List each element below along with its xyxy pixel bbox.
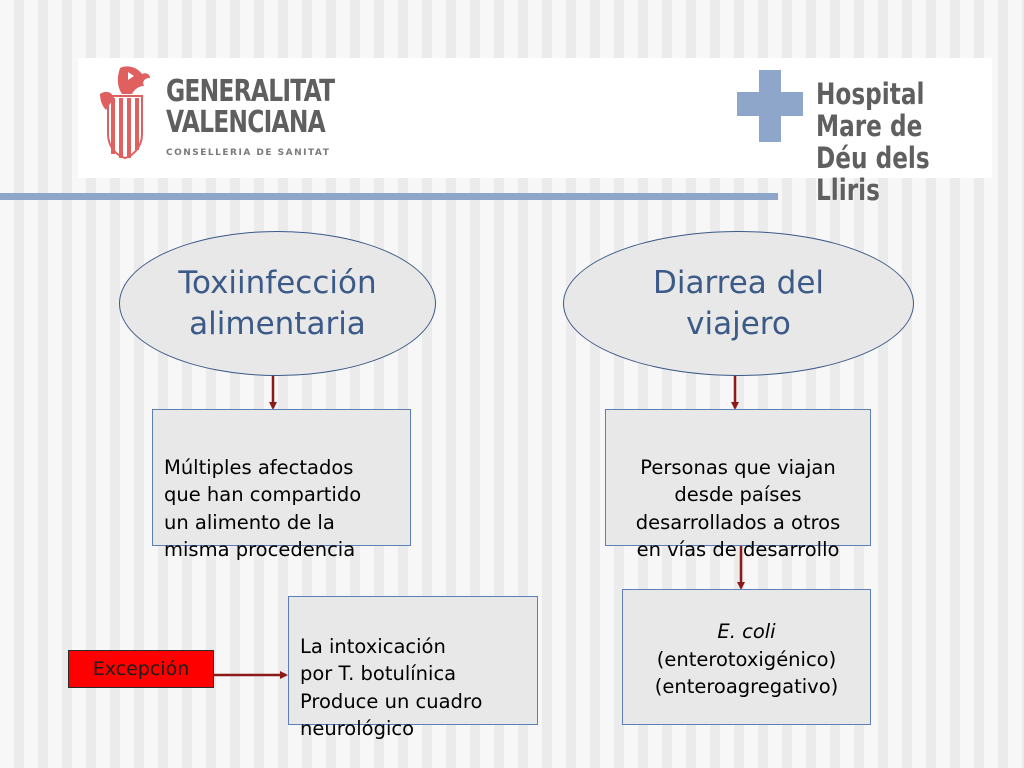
heading-diarrea-viajero-text: Diarrea del viajero — [652, 264, 825, 342]
definition-toxiinfeccion: Múltiples afectados que han compartido u… — [152, 409, 411, 561]
exception-label-text: Excepción — [92, 658, 190, 680]
generalitat-coat-of-arms-icon — [100, 66, 150, 160]
heading-toxiinfeccion-text: Toxiinfección alimentaria — [178, 264, 377, 342]
heading-toxiinfeccion: Toxiinfección alimentaria — [119, 231, 436, 376]
heading-diarrea-viajero: Diarrea del viajero — [563, 231, 914, 376]
hospital-cross-icon — [737, 70, 803, 142]
generalitat-logo: GENERALITAT VALENCIANA CONSELLERIA DE SA… — [98, 62, 358, 172]
generalitat-subtitle: CONSELLERIA DE SANITAT — [166, 148, 331, 158]
definition-diarrea-viajero: Personas que viajan desde países desarro… — [605, 409, 871, 561]
generalitat-title: GENERALITAT VALENCIANA — [166, 74, 335, 140]
cause-ecoli-line1: E. coli — [717, 620, 776, 643]
cause-ecoli: E. coli (enterotoxigénico) (enteroagrega… — [622, 589, 871, 725]
header-divider — [0, 193, 778, 200]
exception-label: Excepción — [68, 650, 214, 688]
exception-note-text: La intoxicación por T. botulínica Produc… — [300, 634, 483, 741]
hospital-name: Hospital Mare de Déu dels Lliris — [816, 77, 930, 207]
definition-toxiinfeccion-text: Múltiples afectados que han compartido u… — [164, 455, 362, 562]
exception-note: La intoxicación por T. botulínica Produc… — [288, 596, 538, 740]
hospital-logo: Hospital Mare de Déu dels Lliris — [733, 66, 993, 206]
definition-diarrea-viajero-text: Personas que viajan desde países desarro… — [635, 455, 841, 562]
cause-ecoli-line3: (enteroagregativo) — [654, 675, 839, 698]
header-banner: GENERALITAT VALENCIANA CONSELLERIA DE SA… — [78, 58, 993, 206]
cause-ecoli-line2: (enterotoxigénico) — [656, 647, 837, 671]
